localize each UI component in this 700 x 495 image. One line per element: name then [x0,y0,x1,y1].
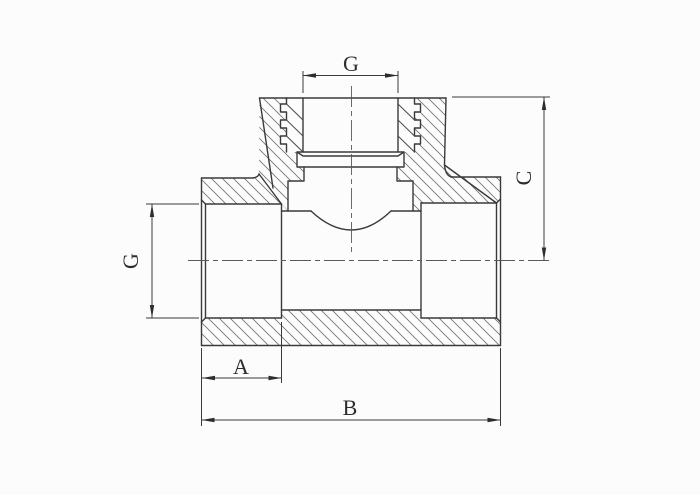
hatch-bottom-wall [201,310,501,346]
thread-flank-lines-right [397,103,415,153]
thread-crest-left [279,97,288,153]
branch-right-wall [443,97,447,166]
g-top-arrow-right [385,73,398,78]
thread-crest-right [413,97,422,153]
section-hatching [201,98,501,346]
branch-thread [279,97,422,212]
a-arrow-left [202,375,215,381]
branch-left-wall [258,97,274,189]
dimension-c: C [452,96,550,261]
dimension-a: A [202,322,282,383]
c-arrow-top [541,97,547,110]
a-arrow-right [268,375,282,381]
dimension-label-c: C [511,171,536,186]
dimension-label-g-left: G [118,253,143,269]
hatch-branch-left-wall [259,98,304,211]
thread-bore-lines [302,97,399,153]
tee-body-outline [200,97,502,347]
dimension-label-g-top: G [343,51,359,76]
hatch-top-left-wall [201,174,282,204]
bore-intersection-dome [310,210,392,231]
b-arrow-right [487,417,501,423]
g-left-arrow-top [149,204,155,217]
hatch-top-right-wall [421,165,501,203]
dimension-b: B [201,348,501,426]
g-left-extension-lines [146,203,199,319]
b-extension-lines [201,348,501,426]
right-flare-fillet [443,164,453,178]
g-top-extension-lines [302,71,399,93]
left-socket-chamfers [200,199,207,323]
c-arrow-bottom [541,247,547,261]
cavity-steps [287,166,414,212]
relief-groove [296,151,405,168]
dimension-g-left: G [118,203,199,319]
thread-flank-lines-left [286,103,304,153]
g-left-arrow-bottom [149,305,155,318]
right-socket-chamfers [495,198,502,323]
dimension-g-top: G [302,51,399,93]
g-top-arrow-left [303,73,316,78]
dimension-label-b: B [343,395,358,420]
left-flare-slant [258,173,283,205]
b-arrow-left [201,417,215,423]
hatch-branch-right-wall [397,98,446,211]
dimension-label-a: A [233,354,249,379]
right-flare-slant [443,164,498,204]
